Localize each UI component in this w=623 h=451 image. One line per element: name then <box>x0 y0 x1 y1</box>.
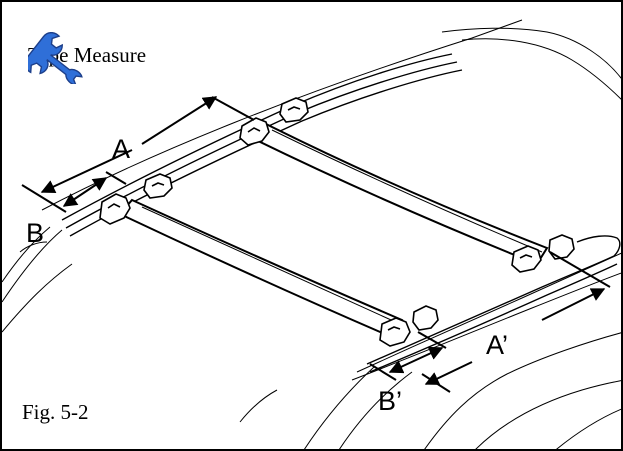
dimension-label-a: A <box>112 134 130 164</box>
wrench-icon <box>28 32 83 84</box>
crossbar-front <box>118 198 404 340</box>
dimension-a-prime-line <box>421 251 611 393</box>
dimension-label-b-prime: B’ <box>378 386 402 416</box>
dimension-a-line <box>21 96 255 213</box>
dimension-b-prime-line <box>369 331 447 381</box>
tool-requirement: Tape Measure <box>28 32 146 84</box>
figure-label: Fig. 5-2 <box>22 400 89 424</box>
dimension-label-b: B <box>26 218 44 248</box>
rack-feet <box>99 97 575 347</box>
dimension-b-line <box>62 171 127 207</box>
dimension-label-a-prime: A’ <box>486 330 508 360</box>
crossbar-rear <box>250 120 549 266</box>
car-roof-outline <box>2 19 621 449</box>
